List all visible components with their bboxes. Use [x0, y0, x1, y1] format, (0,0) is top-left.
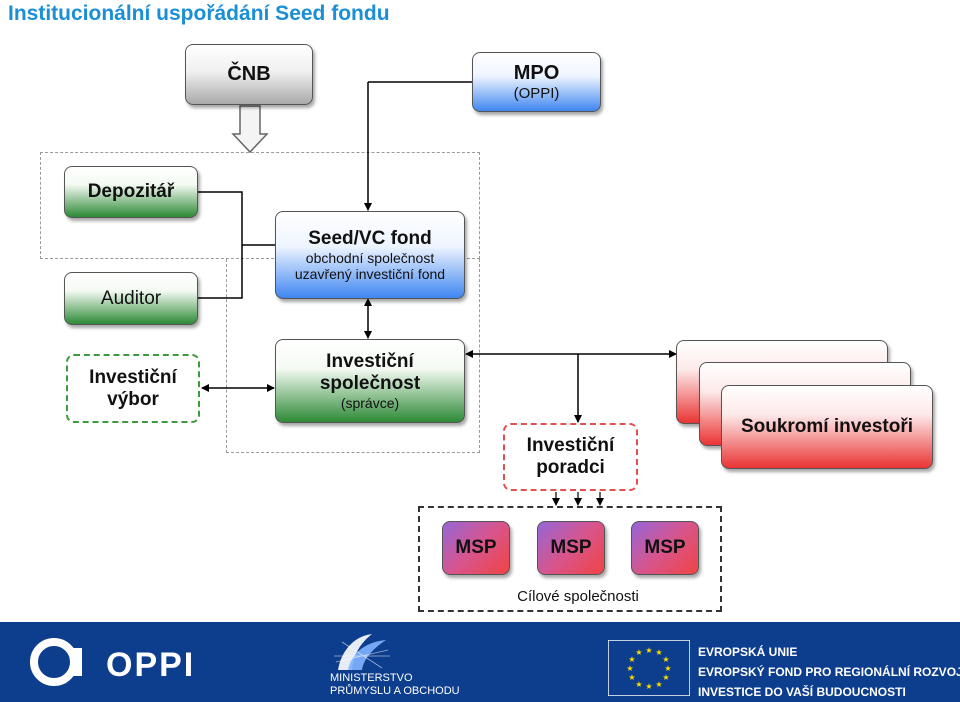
fund-title: Seed/VC fond: [308, 228, 432, 249]
svg-text:★: ★: [662, 655, 669, 664]
eu-line-2: EVROPSKÝ FOND PRO REGIONÁLNÍ ROZVOJ: [698, 665, 960, 679]
auditor-box: Auditor: [64, 272, 198, 325]
msp-box-2: MSP: [537, 521, 605, 575]
fund-group-region: [40, 152, 480, 259]
committee-line-1: Investiční: [89, 366, 177, 388]
investment-advisors-box: Investiční poradci: [503, 423, 638, 491]
eu-line-3: INVESTICE DO VAŠÍ BUDOUCNOSTI: [698, 685, 906, 699]
ministry-emblem-icon: [334, 634, 390, 670]
seed-vc-fund-box: Seed/VC fond obchodní společnost uzavřen…: [275, 211, 465, 299]
svg-text:★: ★: [662, 673, 669, 682]
svg-text:★: ★: [645, 646, 652, 655]
msp-label-1: MSP: [455, 537, 497, 558]
custodian-label: Depozitář: [87, 181, 175, 202]
svg-text:★: ★: [635, 680, 642, 689]
investment-committee-box: Investiční výbor: [66, 354, 200, 423]
svg-text:★: ★: [655, 648, 662, 657]
advisors-line-2: poradci: [536, 457, 605, 478]
eu-flag-icon: ★ ★ ★ ★ ★ ★ ★ ★ ★ ★ ★ ★: [608, 640, 690, 696]
eu-line-1: EVROPSKÁ UNIE: [698, 645, 798, 659]
svg-text:★: ★: [655, 680, 662, 689]
custodian-box: Depozitář: [64, 166, 198, 218]
svg-text:★: ★: [664, 664, 671, 673]
svg-text:★: ★: [645, 682, 652, 691]
ministry-line-1: MINISTERSTVO: [330, 672, 413, 684]
msp-box-1: MSP: [442, 521, 510, 575]
cnb-box: ČNB: [185, 44, 313, 105]
custodian-auditor-connector: [198, 191, 275, 299]
investment-company-box: Investiční společnost (správce): [275, 339, 465, 423]
company-line-2: společnost: [319, 373, 421, 394]
eu-text-block: EVROPSKÁ UNIE EVROPSKÝ FOND PRO REGIONÁL…: [698, 642, 960, 702]
advisors-line-1: Investiční: [526, 435, 615, 456]
committee-line-2: výbor: [107, 388, 159, 410]
ministry-line-2: PRŮMYSLU A OBCHODU: [330, 685, 460, 697]
msp-label-3: MSP: [644, 537, 686, 558]
cnb-label: ČNB: [227, 63, 271, 85]
fund-line-1: obchodní společnost: [305, 250, 435, 266]
mpo-sub-label: (OPPI): [513, 85, 560, 102]
oppi-logo-icon: [30, 638, 82, 686]
company-sub-label: (správce): [340, 395, 400, 411]
cnb-supervision-arrow: [231, 105, 269, 154]
mpo-box: MPO (OPPI): [472, 52, 601, 112]
svg-text:★: ★: [628, 655, 635, 664]
auditor-label: Auditor: [100, 287, 162, 309]
company-line-1: Investiční: [326, 351, 414, 372]
private-investors-box: Soukromí investoři: [721, 385, 933, 469]
private-investors-label: Soukromí investoři: [740, 416, 914, 437]
fund-line-2: uzavřený investiční fond: [294, 266, 446, 282]
svg-text:★: ★: [626, 664, 633, 673]
msp-box-3: MSP: [631, 521, 699, 575]
footer-bar: OPPI MINISTERSTVO PRŮMYSLU A OBCHODU ★ ★…: [0, 622, 960, 702]
mpo-label: MPO: [513, 62, 560, 84]
svg-text:★: ★: [635, 648, 642, 657]
msp-label-2: MSP: [550, 537, 592, 558]
oppi-logo-text: OPPI: [106, 646, 196, 684]
page-title: Institucionální uspořádání Seed fondu: [8, 2, 390, 25]
target-companies-label: Cílové společnosti: [517, 588, 639, 605]
target-companies-region: [418, 506, 722, 612]
svg-text:★: ★: [628, 673, 635, 682]
